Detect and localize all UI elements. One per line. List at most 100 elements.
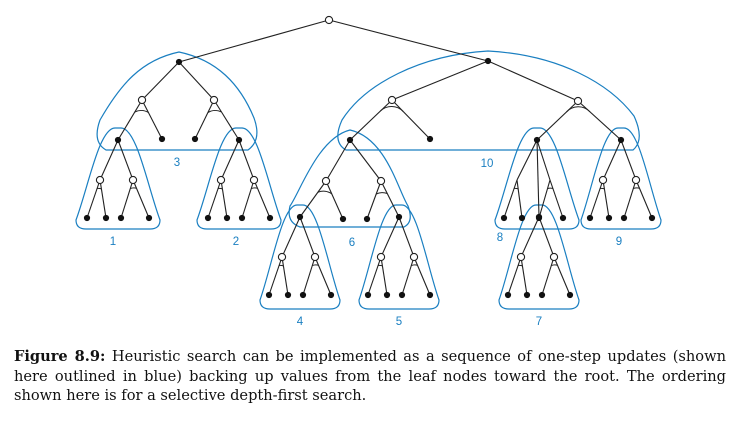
state-node [387, 95, 397, 105]
tree-edge [602, 139, 622, 181]
update-outline [196, 127, 282, 230]
action-node [327, 291, 335, 299]
action-node [395, 213, 403, 221]
action-node [605, 214, 613, 222]
state-node [249, 175, 259, 185]
max-arc [518, 264, 523, 267]
update-outline [494, 127, 580, 230]
max-arc [317, 190, 332, 195]
tree-edge [299, 180, 327, 218]
update-label-5: 5 [396, 316, 402, 328]
update-outline [96, 51, 258, 151]
action-node [102, 214, 110, 222]
action-node [266, 214, 274, 222]
tree-edge [349, 99, 393, 141]
max-arc [633, 187, 640, 190]
state-node [376, 176, 386, 186]
tree-edge [536, 139, 551, 181]
state-node [209, 95, 219, 105]
tree-edge [178, 61, 215, 101]
action-node [339, 215, 347, 223]
tree-edge [391, 60, 489, 101]
tree-edge [325, 139, 351, 182]
action-node [504, 291, 512, 299]
tree-edge [520, 216, 540, 258]
figure-caption: Figure 8.9: Heuristic search can be impl… [14, 347, 726, 406]
action-node [559, 214, 567, 222]
max-arc [218, 187, 223, 190]
tree-edge [602, 179, 610, 219]
tree-edge [141, 99, 163, 140]
tree-edge [503, 179, 518, 219]
action-node [223, 214, 231, 222]
tree-edge [238, 139, 255, 181]
tree-edge [349, 139, 382, 182]
action-node [238, 214, 246, 222]
update-outline [259, 204, 341, 310]
tree-edge [541, 256, 555, 296]
max-arc [411, 264, 418, 267]
tree-edge [380, 180, 400, 218]
tree-edge [536, 100, 579, 141]
action-node [364, 291, 372, 299]
action-node [535, 214, 543, 222]
tree-edge [380, 256, 388, 296]
tree-edge [132, 179, 150, 219]
update-label-3: 3 [174, 157, 180, 169]
state-node [573, 96, 583, 106]
tree-edge [516, 139, 538, 181]
update-outlines [75, 50, 662, 310]
action-node [346, 136, 354, 144]
tree-edge [99, 139, 119, 181]
state-node [549, 252, 559, 262]
max-arc [380, 105, 404, 112]
update-labels: 1 2 3 4 5 6 7 8 9 10 [110, 157, 622, 328]
action-node [83, 214, 91, 222]
figure-label: Figure 8.9: [14, 348, 106, 365]
tree-edge [314, 256, 332, 296]
tree-edge [553, 256, 571, 296]
state-node [409, 252, 419, 262]
tree-edge [178, 19, 330, 63]
action-node [523, 291, 531, 299]
search-tree-diagram: 1 2 3 4 5 6 7 8 9 10 [75, 15, 662, 328]
max-arc [130, 187, 137, 190]
update-label-10: 10 [481, 158, 494, 170]
tree-edge [253, 179, 271, 219]
max-arc [566, 106, 591, 113]
max-arc [378, 264, 383, 267]
action-node [648, 214, 656, 222]
action-node [518, 214, 526, 222]
update-outline [337, 50, 640, 151]
max-arc [207, 110, 222, 114]
tree-edge [413, 256, 431, 296]
update-label-8: 8 [497, 232, 503, 244]
tree-edges [86, 19, 653, 296]
tree-edge [398, 216, 415, 258]
action-node [145, 214, 153, 222]
action-node [191, 135, 199, 143]
update-label-6: 6 [349, 237, 355, 249]
state-node [631, 175, 641, 185]
tree-edge [213, 99, 240, 141]
tree-edge [117, 139, 134, 181]
action-node [235, 136, 243, 144]
action-node [114, 136, 122, 144]
state-node [277, 252, 287, 262]
update-outline [75, 127, 161, 230]
tree-edge [328, 19, 489, 62]
max-arc [551, 264, 558, 267]
tree-edge [325, 180, 344, 220]
tree-edge [589, 179, 604, 219]
action-node [586, 214, 594, 222]
state-node [321, 176, 331, 186]
state-node [516, 252, 526, 262]
tree-edge [141, 61, 180, 101]
tree-edge [117, 99, 143, 141]
max-arc [97, 187, 102, 190]
action-node [566, 291, 574, 299]
tree-edge [538, 216, 555, 258]
tree-edge [241, 179, 255, 219]
action-node [284, 291, 292, 299]
tree-edge [120, 179, 134, 219]
